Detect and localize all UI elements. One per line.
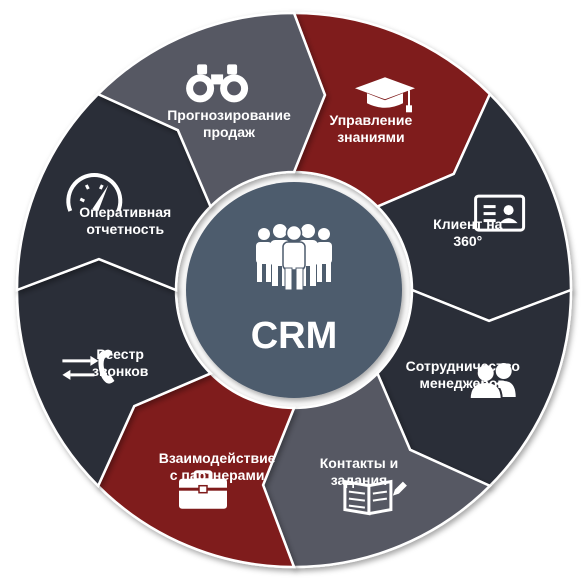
- segment-label-line: с партнерами: [170, 467, 265, 483]
- segment-label-line: 360°: [453, 233, 482, 249]
- graduation-cap-icon: [355, 77, 415, 113]
- segment-label-line: знаниями: [337, 129, 404, 145]
- team-icon: [256, 224, 332, 291]
- segment-label-line: Реестр: [96, 346, 144, 362]
- people-icon: [468, 363, 516, 400]
- speedometer-icon: [66, 173, 123, 212]
- segment-label-line: задания: [331, 472, 387, 488]
- briefcase-icon: [179, 470, 227, 509]
- segment-label-line: менеджеров: [420, 375, 507, 391]
- segment-label-line: Контакты и: [320, 455, 399, 471]
- segment-label-line: отчетность: [86, 221, 164, 237]
- segment-label-line: Взаимодействие: [159, 450, 276, 466]
- segment-label-line: Оперативная: [79, 204, 171, 220]
- segment-label-line: Клиент на: [433, 216, 502, 232]
- segment-label-line: звонков: [92, 363, 149, 379]
- segment-label-line: продаж: [203, 124, 256, 140]
- center-title: CRM: [251, 315, 338, 357]
- binoculars-icon: [186, 64, 249, 103]
- notebook-pen-icon: [343, 479, 407, 516]
- center-hub: CRM: [186, 182, 402, 398]
- id-card-icon: [474, 194, 526, 232]
- segment-label-line: Прогнозирование: [167, 107, 291, 123]
- phone-arrows-icon: [62, 349, 115, 384]
- center-circle: [186, 182, 402, 398]
- segment-shape-forecast: [95, 11, 327, 209]
- segment-label-line: Управление: [330, 112, 413, 128]
- segment-label-line: Сотрудничество: [406, 358, 520, 374]
